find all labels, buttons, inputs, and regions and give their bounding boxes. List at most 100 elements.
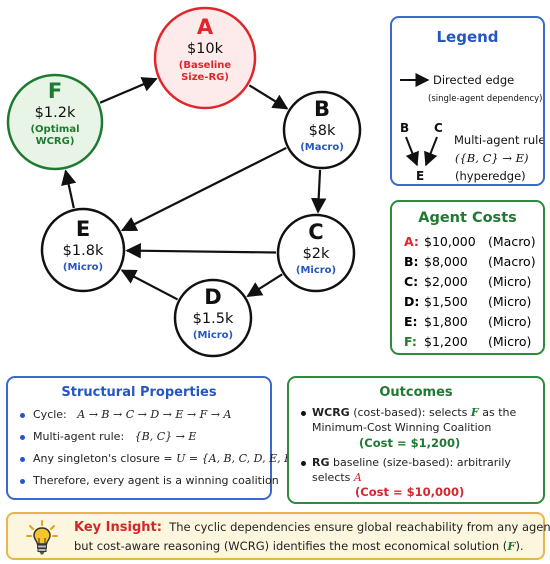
- node-c-tag: (Micro): [296, 265, 336, 276]
- edge-d-e: [120, 269, 179, 301]
- lightbulb-icon: [26, 520, 58, 555]
- edge-f-a: [99, 77, 158, 104]
- therefore-text: Therefore, every agent is a winning coal…: [33, 474, 279, 487]
- node-b-letter: B: [314, 97, 330, 121]
- structural-title: Structural Properties: [61, 385, 217, 400]
- wcrg-outcome-line1: WCRG (cost-based): selects F as the: [301, 406, 516, 419]
- insight-line1: Key Insight: The cyclic dependencies ens…: [74, 520, 550, 535]
- cost-type: (Macro): [488, 254, 536, 269]
- cost-amount: $1,500: [424, 294, 468, 309]
- bullet-dot-icon: [301, 410, 306, 416]
- rg-line2: selects: [312, 471, 351, 484]
- node-a-tag: (Baseline: [179, 60, 232, 71]
- multi-rule-label: Multi-agent rule: [454, 133, 543, 147]
- edge-c-e: [125, 243, 277, 259]
- node-a-circle: [153, 6, 257, 110]
- cost-amount: $10,000: [424, 234, 476, 249]
- structural-properties-panel: Structural Properties Cycle: A → B → C →…: [6, 376, 299, 500]
- bullet-dot-icon: [20, 412, 25, 418]
- node-e-tag: (Micro): [63, 262, 103, 273]
- wcrg-label: WCRG: [312, 406, 350, 419]
- outcomes-title: Outcomes: [379, 385, 453, 400]
- bullet-dot-icon: [20, 456, 25, 462]
- cost-agent: E:: [404, 314, 418, 329]
- node-e-circle: [40, 207, 126, 293]
- wcrg-var: F: [470, 406, 479, 419]
- cost-type: (Micro): [488, 294, 532, 309]
- directed-edge-note: (single-agent dependency): [428, 94, 542, 104]
- wcrg-text: (cost-based): selects: [353, 406, 468, 419]
- bullet-multi-agent: Multi-agent rule: {B, C} → E: [20, 430, 196, 443]
- cost-row: A:$10,000(Macro): [404, 234, 536, 249]
- cost-amount: $2,000: [424, 274, 468, 289]
- cost-type: (Micro): [488, 274, 532, 289]
- wcrg-outcome-line2: Minimum-Cost Winning Coalition: [312, 421, 492, 434]
- node-c-circle: [276, 213, 356, 293]
- bullet-cycle: Cycle: A → B → C → D → E → F → A: [20, 408, 231, 421]
- node-f-circle: [6, 73, 104, 171]
- multi-rule-note: (hyperedge): [455, 169, 526, 183]
- node-b: B$8k(Macro): [282, 90, 362, 170]
- cost-type: (Micro): [488, 334, 532, 349]
- closure-formula: U = {A, B, C, D, E, F}: [176, 452, 299, 465]
- edge-a-b: [248, 84, 289, 110]
- insight-text2-end: ).: [515, 539, 524, 553]
- node-d-cost: $1.5k: [193, 311, 234, 327]
- agent-costs-panel: Agent Costs A:$10,000(Macro) B: $8,000 (Mac…: [390, 200, 545, 355]
- cost-agent: B:: [404, 254, 419, 269]
- insight-text2: but cost-aware reasoning (WCRG) identifi…: [74, 539, 508, 553]
- rg-text: baseline (size-based): arbitrarily: [333, 456, 511, 469]
- hyperedge-arrow-icon: [405, 136, 419, 167]
- node-c: C$2k(Micro): [276, 213, 356, 293]
- legend-graphics: Directed edge (single-agent dependency) …: [400, 73, 543, 183]
- hyper-node-e: E: [416, 169, 424, 183]
- cost-amount: $1,200: [424, 334, 468, 349]
- node-b-circle: [282, 90, 362, 170]
- rg-var: A: [353, 471, 362, 484]
- edge-b-c: [310, 169, 327, 214]
- node-f-tag: (Optimal: [30, 124, 79, 135]
- node-d-letter: D: [204, 285, 221, 309]
- node-a-cost: $10k: [187, 41, 224, 57]
- multi-rule-formula: ({B, C} → E): [455, 151, 529, 165]
- cost-row: D:$1,500(Micro): [404, 294, 531, 309]
- hyperedge-arrow-icon: [424, 136, 438, 167]
- cost-agent: C:: [404, 274, 419, 289]
- cost-row: B: $8,000 (Macro): [404, 254, 536, 269]
- insight-line2: but cost-aware reasoning (WCRG) identifi…: [74, 539, 524, 553]
- edge-e-f: [61, 169, 77, 209]
- edges-layer: [61, 77, 327, 301]
- bullet-dot-icon: [301, 460, 306, 466]
- cost-agent: F:: [404, 334, 417, 349]
- node-f-tag: WCRG): [36, 136, 75, 147]
- insight-text1: The cyclic dependencies ensure global re…: [169, 520, 550, 534]
- node-d-circle: [173, 278, 253, 358]
- cost-amount: $8,000: [424, 254, 468, 269]
- node-c-letter: C: [308, 220, 323, 244]
- insight-var: F: [507, 539, 516, 553]
- bullet-therefore: Therefore, every agent is a winning coal…: [20, 474, 279, 487]
- wcrg-cost: (Cost = $1,200): [359, 436, 461, 450]
- node-a-letter: A: [197, 15, 214, 39]
- node-a-tag: Size-RG): [181, 72, 229, 83]
- cost-amount: $1,800: [424, 314, 468, 329]
- wcrg-text2: as the: [482, 406, 517, 419]
- cost-type: (Micro): [488, 314, 532, 329]
- node-e-letter: E: [76, 217, 90, 241]
- cost-row: C: $2,000 (Micro): [404, 274, 531, 289]
- edge-c-d: [246, 273, 283, 298]
- node-f-letter: F: [48, 79, 62, 103]
- rg-label: RG: [312, 456, 330, 469]
- key-insight-panel: Key Insight: The cyclic dependencies ens…: [6, 512, 550, 560]
- legend-title: Legend: [436, 28, 499, 46]
- bullet-dot-icon: [20, 478, 25, 484]
- node-e-cost: $1.8k: [63, 243, 104, 259]
- node-b-tag: (Macro): [300, 142, 344, 153]
- node-e: E $1.8k (Micro): [40, 207, 126, 293]
- hyper-node-c: C: [434, 121, 443, 135]
- hyper-node-b: B: [400, 121, 409, 135]
- agent-costs-title: Agent Costs: [418, 210, 517, 226]
